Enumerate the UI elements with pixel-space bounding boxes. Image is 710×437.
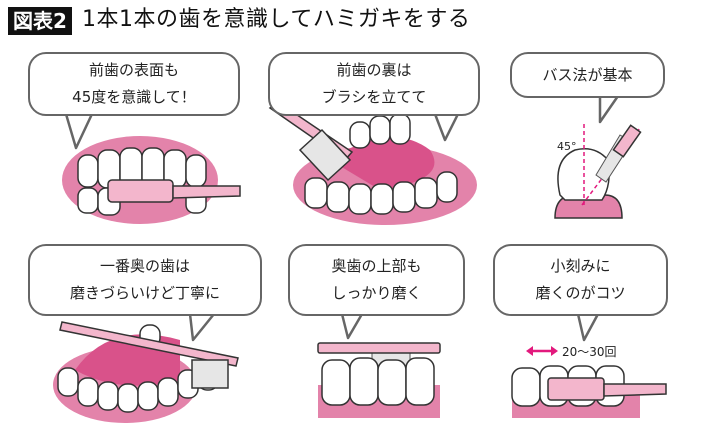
bubble-line: 前歯の裏は	[336, 61, 412, 79]
back-teeth-illustration	[53, 321, 239, 423]
inner-teeth-illustration	[268, 101, 477, 225]
small-strokes-illustration	[511, 346, 667, 418]
speech-bubble-bass-method: バス法が基本	[510, 52, 665, 98]
bubble-line: バス法が基本	[542, 65, 633, 84]
speech-bubble-front-inner: 前歯の裏は ブラシを立てて	[268, 52, 480, 116]
bubble-line: 磨くのがコツ	[535, 284, 626, 302]
bubble-line: 45度を意識して！	[72, 88, 196, 106]
bass-method-illustration	[554, 124, 642, 219]
toothbrush-bristles	[298, 128, 352, 182]
bubble-line: ブラシを立てて	[321, 88, 427, 106]
toothbrush-handle	[172, 185, 241, 199]
front-teeth-illustration	[62, 136, 241, 224]
toothbrush-handle	[59, 321, 239, 367]
toothbrush-bristles	[191, 359, 229, 389]
stroke-count-label: 20〜30回	[562, 345, 617, 359]
bubble-tail	[340, 313, 364, 340]
bubble-line: 前歯の表面も	[88, 61, 179, 79]
bubble-line: 磨きづらいけど丁寧に	[69, 284, 220, 302]
bubble-line: 小刻みに	[550, 257, 611, 275]
bubble-line: しっかり磨く	[331, 284, 422, 302]
toothbrush-head	[547, 377, 605, 401]
angle-label: 45°	[557, 140, 577, 153]
bubble-line: 奥歯の上部も	[331, 257, 422, 275]
toothbrush-handle	[603, 383, 667, 397]
speech-bubble-molar-top: 奥歯の上部も しっかり磨く	[288, 244, 465, 316]
bubble-tail	[598, 95, 620, 124]
double-arrow-icon	[526, 346, 558, 356]
bubble-tail	[188, 313, 215, 342]
speech-bubble-front-surface: 前歯の表面も 45度を意識して！	[28, 52, 240, 116]
toothbrush-head	[612, 124, 642, 158]
speech-bubble-small-strokes: 小刻みに 磨くのがコツ	[493, 244, 668, 316]
speech-bubble-back-teeth: 一番奥の歯は 磨きづらいけど丁寧に	[28, 244, 262, 316]
bubble-tail	[433, 113, 460, 142]
page-title: 1本1本の歯を意識してハミガキをする	[82, 7, 471, 32]
bubble-line: 一番奥の歯は	[99, 257, 190, 275]
toothbrush-head	[107, 179, 174, 203]
toothbrush-head	[317, 342, 441, 354]
bubble-tail	[64, 113, 94, 150]
molar-top-illustration	[317, 342, 441, 418]
bubble-tail	[576, 313, 600, 342]
figure-label: 図表2	[8, 7, 72, 35]
